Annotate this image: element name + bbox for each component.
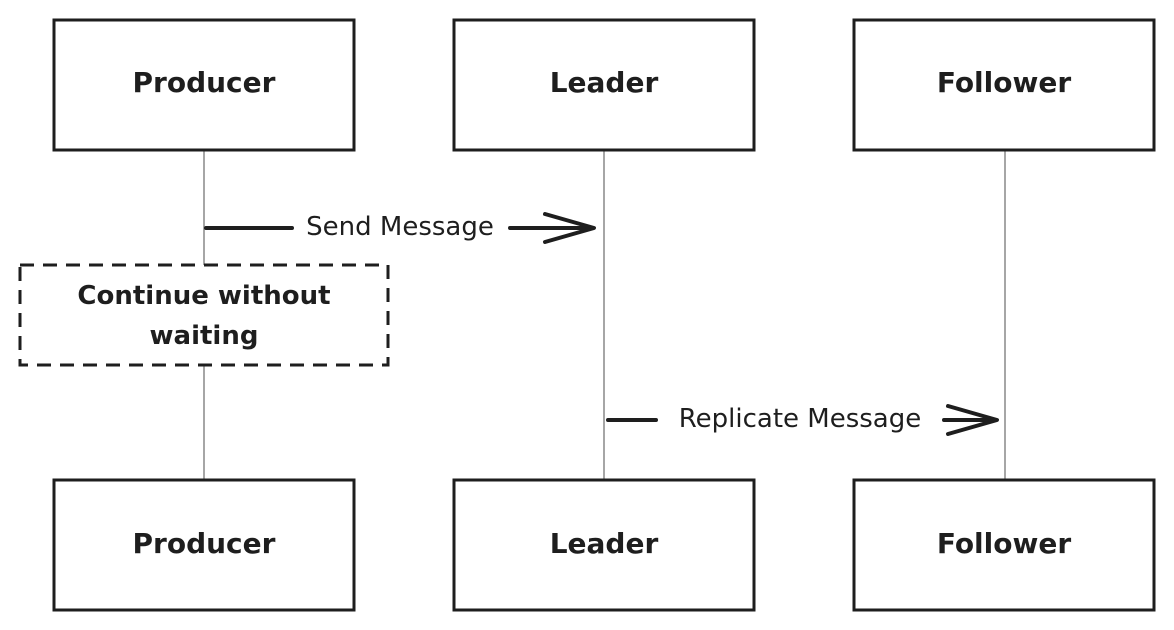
note-line-1: Continue without — [77, 281, 330, 311]
participant-label: Follower — [937, 527, 1072, 560]
participant-label: Follower — [937, 66, 1072, 99]
participant-label: Leader — [550, 66, 659, 99]
participant-leader-bottom: Leader — [452, 478, 756, 612]
arrowhead-icon — [946, 404, 999, 436]
note-line-2: waiting — [150, 321, 259, 351]
message-label: Replicate Message — [679, 404, 921, 434]
participant-producer-top: Producer — [52, 18, 356, 152]
participant-label: Producer — [133, 527, 276, 560]
message-replicate: Replicate Message — [606, 404, 999, 436]
message-label: Send Message — [306, 212, 494, 242]
participant-leader-top: Leader — [452, 18, 756, 152]
arrowhead-icon — [543, 212, 596, 244]
participant-label: Producer — [133, 66, 276, 99]
message-send: Send Message — [204, 212, 596, 244]
participant-follower-top: Follower — [852, 18, 1156, 152]
note-box: Continue without waiting — [18, 263, 390, 367]
participant-producer-bottom: Producer — [52, 478, 356, 612]
participant-label: Leader — [550, 527, 659, 560]
participant-follower-bottom: Follower — [852, 478, 1156, 612]
